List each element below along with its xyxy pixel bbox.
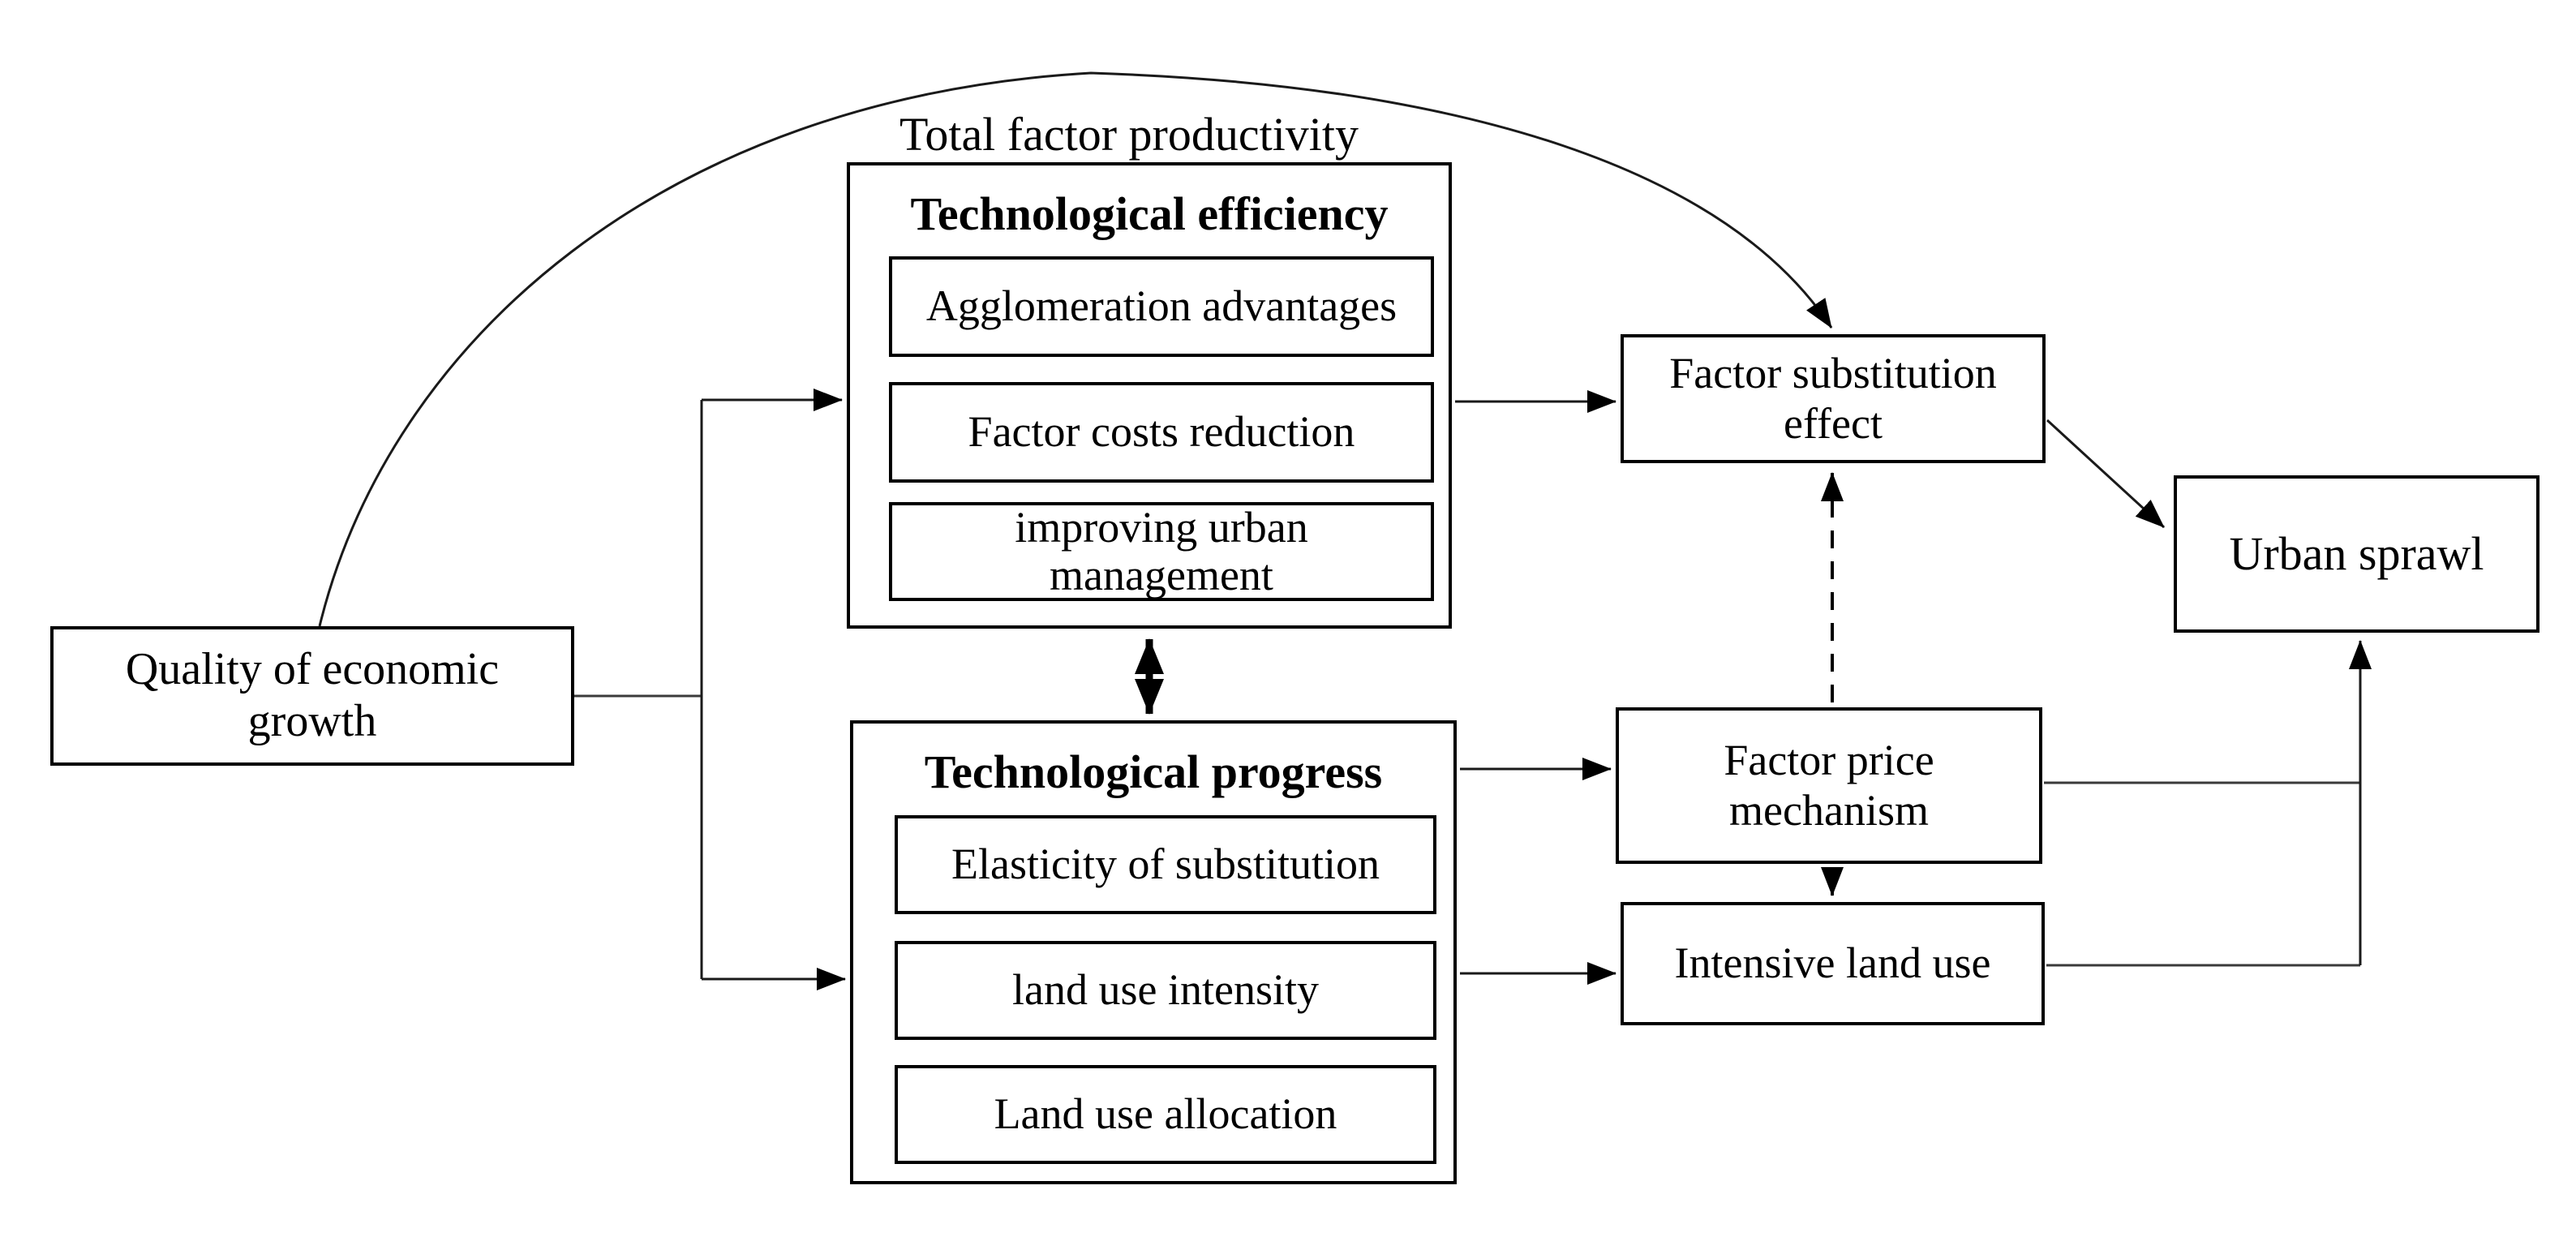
item-label: land use intensity — [1012, 965, 1319, 1015]
node-ilu-label: Intensive land use — [1674, 938, 1991, 988]
node-urban-sprawl: Urban sprawl — [2174, 475, 2540, 633]
group-technological-progress: Technological progress Elasticity of sub… — [850, 720, 1457, 1184]
item-factor-costs-reduction: Factor costs reduction — [889, 382, 1434, 483]
item-label: Land use allocation — [994, 1089, 1337, 1139]
node-factor-price-mechanism: Factor price mechanism — [1616, 707, 2042, 864]
node-factor-substitution-effect: Factor substitution effect — [1621, 334, 2046, 463]
item-land-use-allocation: Land use allocation — [895, 1065, 1436, 1164]
node-fpm-label: Factor price mechanism — [1724, 735, 1934, 835]
item-improving-urban-management: improving urban management — [889, 502, 1434, 601]
item-elasticity-of-substitution: Elasticity of substitution — [895, 815, 1436, 914]
arc-quality-to-factor-substitution — [318, 71, 1833, 627]
arrow-substitution-to-urban-sprawl — [2046, 419, 2166, 529]
item-label: Agglomeration advantages — [925, 281, 1397, 331]
node-fse-label: Factor substitution effect — [1669, 348, 1997, 448]
total-factor-productivity-label: Total factor productivity — [899, 108, 1359, 161]
item-label: improving urban management — [1015, 502, 1308, 599]
node-intensive-land-use: Intensive land use — [1621, 902, 2045, 1025]
group-technological-efficiency: Technological efficiency Agglomeration a… — [847, 162, 1452, 629]
item-label: Elasticity of substitution — [951, 840, 1380, 889]
group-title-technological-efficiency: Technological efficiency — [910, 187, 1389, 240]
item-land-use-intensity: land use intensity — [895, 941, 1436, 1040]
node-urban-sprawl-label: Urban sprawl — [2229, 526, 2484, 580]
item-agglomeration-advantages: Agglomeration advantages — [889, 256, 1434, 357]
node-quality-of-economic-growth: Quality of economic growth — [50, 626, 574, 766]
group-title-technological-progress: Technological progress — [924, 745, 1383, 798]
node-quality-label: Quality of economic growth — [125, 644, 500, 746]
item-label: Factor costs reduction — [968, 407, 1355, 457]
